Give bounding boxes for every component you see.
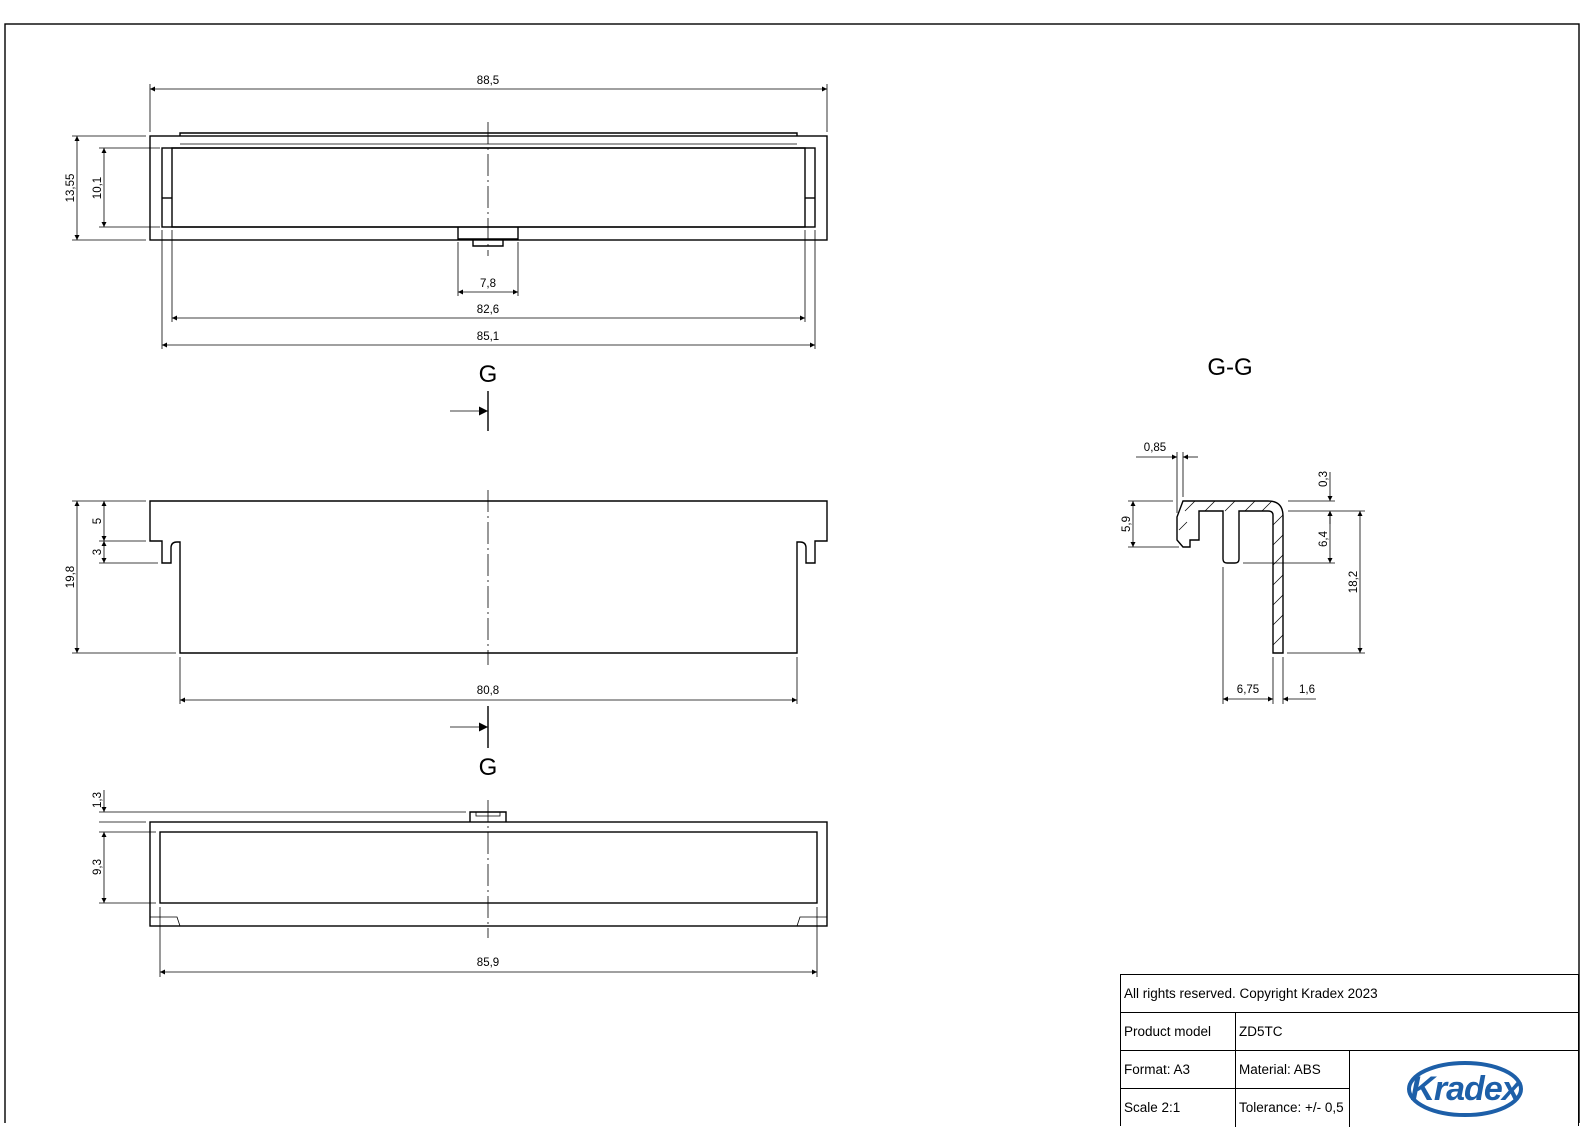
title-row-model: Product model ZD5TC	[1121, 1013, 1578, 1051]
scale-label: Scale 2:1	[1121, 1089, 1236, 1127]
tolerance-label: Tolerance: +/- 0,5	[1236, 1089, 1350, 1127]
material-label: Material: ABS	[1236, 1051, 1350, 1088]
format-label: Format: A3	[1121, 1051, 1236, 1088]
title-row-format: Format: A3 Material: ABS	[1121, 1051, 1350, 1089]
section-profile	[1176, 500, 1284, 654]
dim-frame-width: 85,1	[477, 331, 499, 343]
dim-flange: 5	[92, 518, 104, 524]
drawing-frame	[4, 23, 1580, 1123]
section-marker-bottom: G	[479, 754, 498, 781]
dim-tab-height: 1,3	[92, 792, 104, 808]
dim-bottom-width: 80,8	[477, 685, 499, 697]
title-block: All rights reserved. Copyright Kradex 20…	[1120, 974, 1579, 1127]
top-view: 88,5 13,55 10,1 7,8 82,6 85,1	[65, 75, 828, 349]
dim-wall: 1,6	[1299, 684, 1315, 696]
dim-bottom-width: 85,9	[477, 957, 499, 969]
section-view: G-G 0,85 0,3 6,4	[1121, 354, 1365, 704]
dim-tab-width: 7,8	[480, 278, 496, 290]
dim-front-height: 19,8	[65, 566, 77, 588]
front-view: G G 19,8 5 3 80,8	[65, 361, 828, 781]
dim-lip: 0,85	[1144, 442, 1166, 454]
section-title: G-G	[1207, 354, 1252, 381]
product-model-label: Product model	[1121, 1013, 1236, 1050]
dim-height-mid: 6,4	[1318, 530, 1330, 547]
dim-height-left: 5,9	[1121, 516, 1133, 532]
dim-top: 0,3	[1318, 471, 1330, 487]
dim-height: 13,55	[65, 174, 77, 203]
copyright-text: All rights reserved. Copyright Kradex 20…	[1124, 985, 1378, 1001]
dim-step: 3	[92, 549, 104, 555]
logo-text: Kradex	[1410, 1070, 1522, 1108]
section-marker-top: G	[479, 361, 498, 388]
dim-inner-height: 10,1	[92, 177, 104, 199]
title-row-scale: Scale 2:1 Tolerance: +/- 0,5	[1121, 1089, 1350, 1127]
bottom-view: 1,3 9,3 85,9	[92, 790, 828, 977]
hatching	[1178, 500, 1284, 646]
dim-width-inner: 6,75	[1237, 684, 1259, 696]
title-row-copyright: All rights reserved. Copyright Kradex 20…	[1121, 975, 1578, 1013]
dim-inner-width: 82,6	[477, 304, 499, 316]
kradex-logo: Kradex	[1351, 1051, 1579, 1127]
dim-bottom-inner-height: 9,3	[92, 859, 104, 875]
dim-overall-width: 88,5	[477, 75, 499, 87]
product-model-value: ZD5TC	[1239, 1023, 1283, 1039]
dim-height-total: 18,2	[1348, 571, 1360, 593]
